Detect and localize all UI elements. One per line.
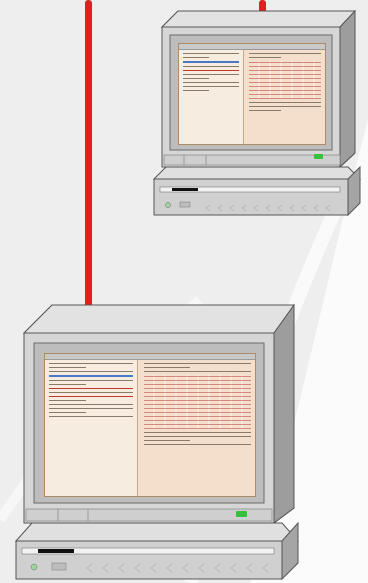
computer-bottom <box>12 293 302 581</box>
power-led <box>236 511 247 517</box>
document-right-panel <box>245 50 325 144</box>
document-right-panel <box>140 360 256 496</box>
document-left-panel <box>179 50 244 144</box>
document-left-panel <box>45 360 138 496</box>
computer-top <box>150 5 362 220</box>
monitor-screen-top <box>178 43 326 145</box>
network-cable-left <box>85 0 92 312</box>
monitor-screen-bottom <box>44 353 256 497</box>
power-led <box>314 154 323 159</box>
